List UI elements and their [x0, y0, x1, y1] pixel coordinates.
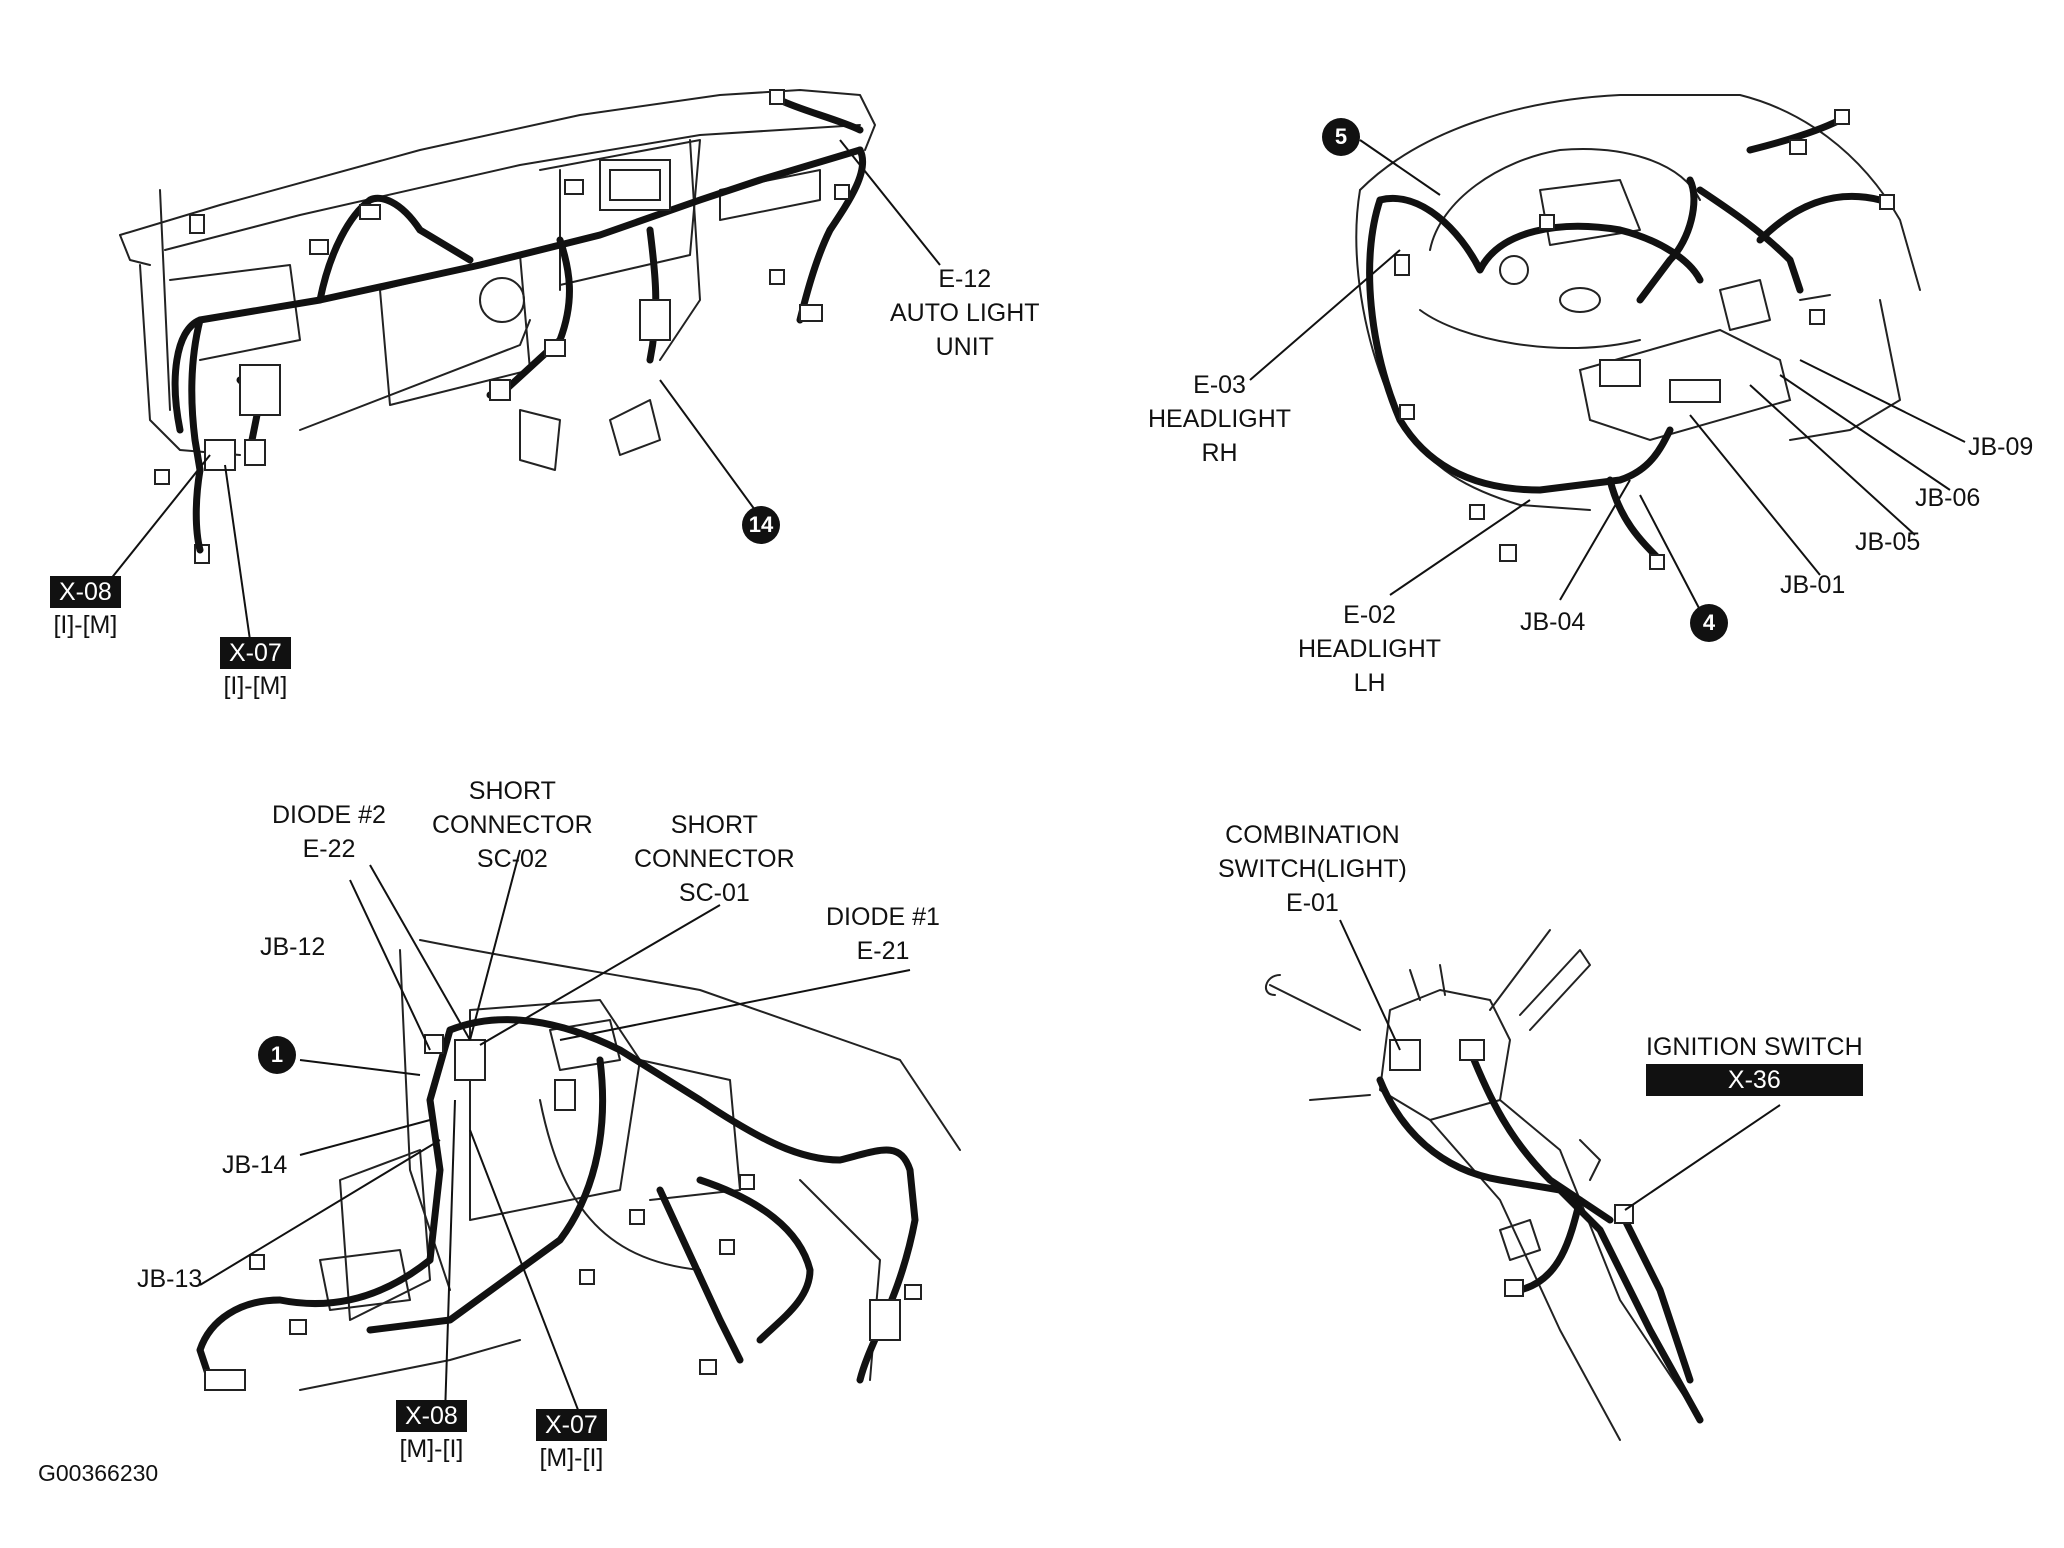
label-jb09: JB-09 — [1968, 433, 2034, 461]
label-x08-top: X-08 [I]-[M] — [50, 576, 121, 642]
label-x07-bottom: X-07 [M]-[I] — [536, 1409, 607, 1475]
label-short-connector-sc01: SHORT CONNECTOR SC-01 — [634, 808, 795, 910]
label-diode1-line2: E-21 — [856, 937, 910, 965]
marker-5: 5 — [1322, 118, 1360, 156]
label-jb12: JB-12 — [260, 933, 326, 961]
label-e12-code: E-12 — [938, 265, 992, 293]
label-e02-line2: HEADLIGHT — [1298, 635, 1442, 663]
label-sc02-line2: CONNECTOR — [432, 811, 593, 839]
label-e03-line2: HEADLIGHT — [1148, 405, 1292, 433]
dashboard-bottom-left-drawing — [196, 849, 961, 1416]
label-e03-code: E-03 — [1193, 371, 1246, 399]
label-short-connector-sc02: SHORT CONNECTOR SC-02 — [432, 774, 593, 876]
connector-tag-x08: X-08 — [50, 576, 121, 608]
marker-14: 14 — [742, 506, 780, 544]
label-sc01-line2: CONNECTOR — [634, 845, 795, 873]
label-jb05: JB-05 — [1855, 528, 1921, 556]
label-diode2-line1: DIODE #2 — [272, 801, 386, 829]
dashboard-top-left-drawing — [109, 89, 941, 641]
label-diode2-line2: E-22 — [302, 835, 356, 863]
label-e12-line3: UNIT — [935, 333, 994, 361]
label-e02-headlight-lh: E-02 HEADLIGHT LH — [1298, 598, 1441, 700]
connector-sub-x08-bottom: [M]-[I] — [399, 1435, 464, 1463]
label-sc02-line3: SC-02 — [476, 845, 548, 873]
label-e12-auto-light-unit: E-12 AUTO LIGHT UNIT — [890, 262, 1040, 364]
label-sc01-line1: SHORT — [670, 811, 758, 839]
connector-sub-x07: [I]-[M] — [223, 672, 288, 700]
figure-code: G00366230 — [38, 1460, 159, 1486]
label-x07-top: X-07 [I]-[M] — [220, 637, 291, 703]
label-e01-line3: E-01 — [1286, 889, 1339, 917]
label-e01-line2: SWITCH(LIGHT) — [1218, 855, 1407, 883]
label-diode1-e21: DIODE #1 E-21 — [826, 900, 940, 968]
engine-bay-drawing — [1249, 94, 1966, 611]
marker-4: 4 — [1690, 604, 1728, 642]
connector-sub-x08: [I]-[M] — [53, 611, 118, 639]
label-e03-headlight-rh: E-03 HEADLIGHT RH — [1148, 368, 1291, 470]
connector-tag-x36: X-36 — [1646, 1064, 1863, 1096]
label-jb04: JB-04 — [1520, 608, 1586, 636]
label-x08-bottom: X-08 [M]-[I] — [396, 1400, 467, 1466]
label-e02-code: E-02 — [1343, 601, 1396, 629]
label-e02-line3: LH — [1353, 669, 1386, 697]
connector-tag-x07-bottom: X-07 — [536, 1409, 607, 1441]
connector-tag-x08-bottom: X-08 — [396, 1400, 467, 1432]
steering-column-drawing — [1265, 919, 1781, 1441]
connector-sub-x07-bottom: [M]-[I] — [539, 1444, 604, 1472]
connector-tag-x07: X-07 — [220, 637, 291, 669]
label-diode1-line1: DIODE #1 — [826, 903, 940, 931]
marker-1: 1 — [258, 1036, 296, 1074]
label-diode2-e22: DIODE #2 E-22 — [272, 798, 386, 866]
label-ignition-text: IGNITION SWITCH — [1646, 1033, 1863, 1061]
label-jb06: JB-06 — [1915, 484, 1981, 512]
label-sc02-line1: SHORT — [468, 777, 556, 805]
label-combination-switch-e01: COMBINATION SWITCH(LIGHT) E-01 — [1218, 818, 1407, 920]
label-ignition-switch: IGNITION SWITCH X-36 — [1646, 1030, 1863, 1096]
label-sc01-line3: SC-01 — [678, 879, 750, 907]
label-jb14: JB-14 — [222, 1151, 288, 1179]
label-e01-line1: COMBINATION — [1225, 821, 1400, 849]
label-e03-line3: RH — [1201, 439, 1238, 467]
label-e12-line2: AUTO LIGHT — [890, 299, 1040, 327]
label-jb13: JB-13 — [137, 1265, 203, 1293]
label-jb01: JB-01 — [1780, 571, 1846, 599]
